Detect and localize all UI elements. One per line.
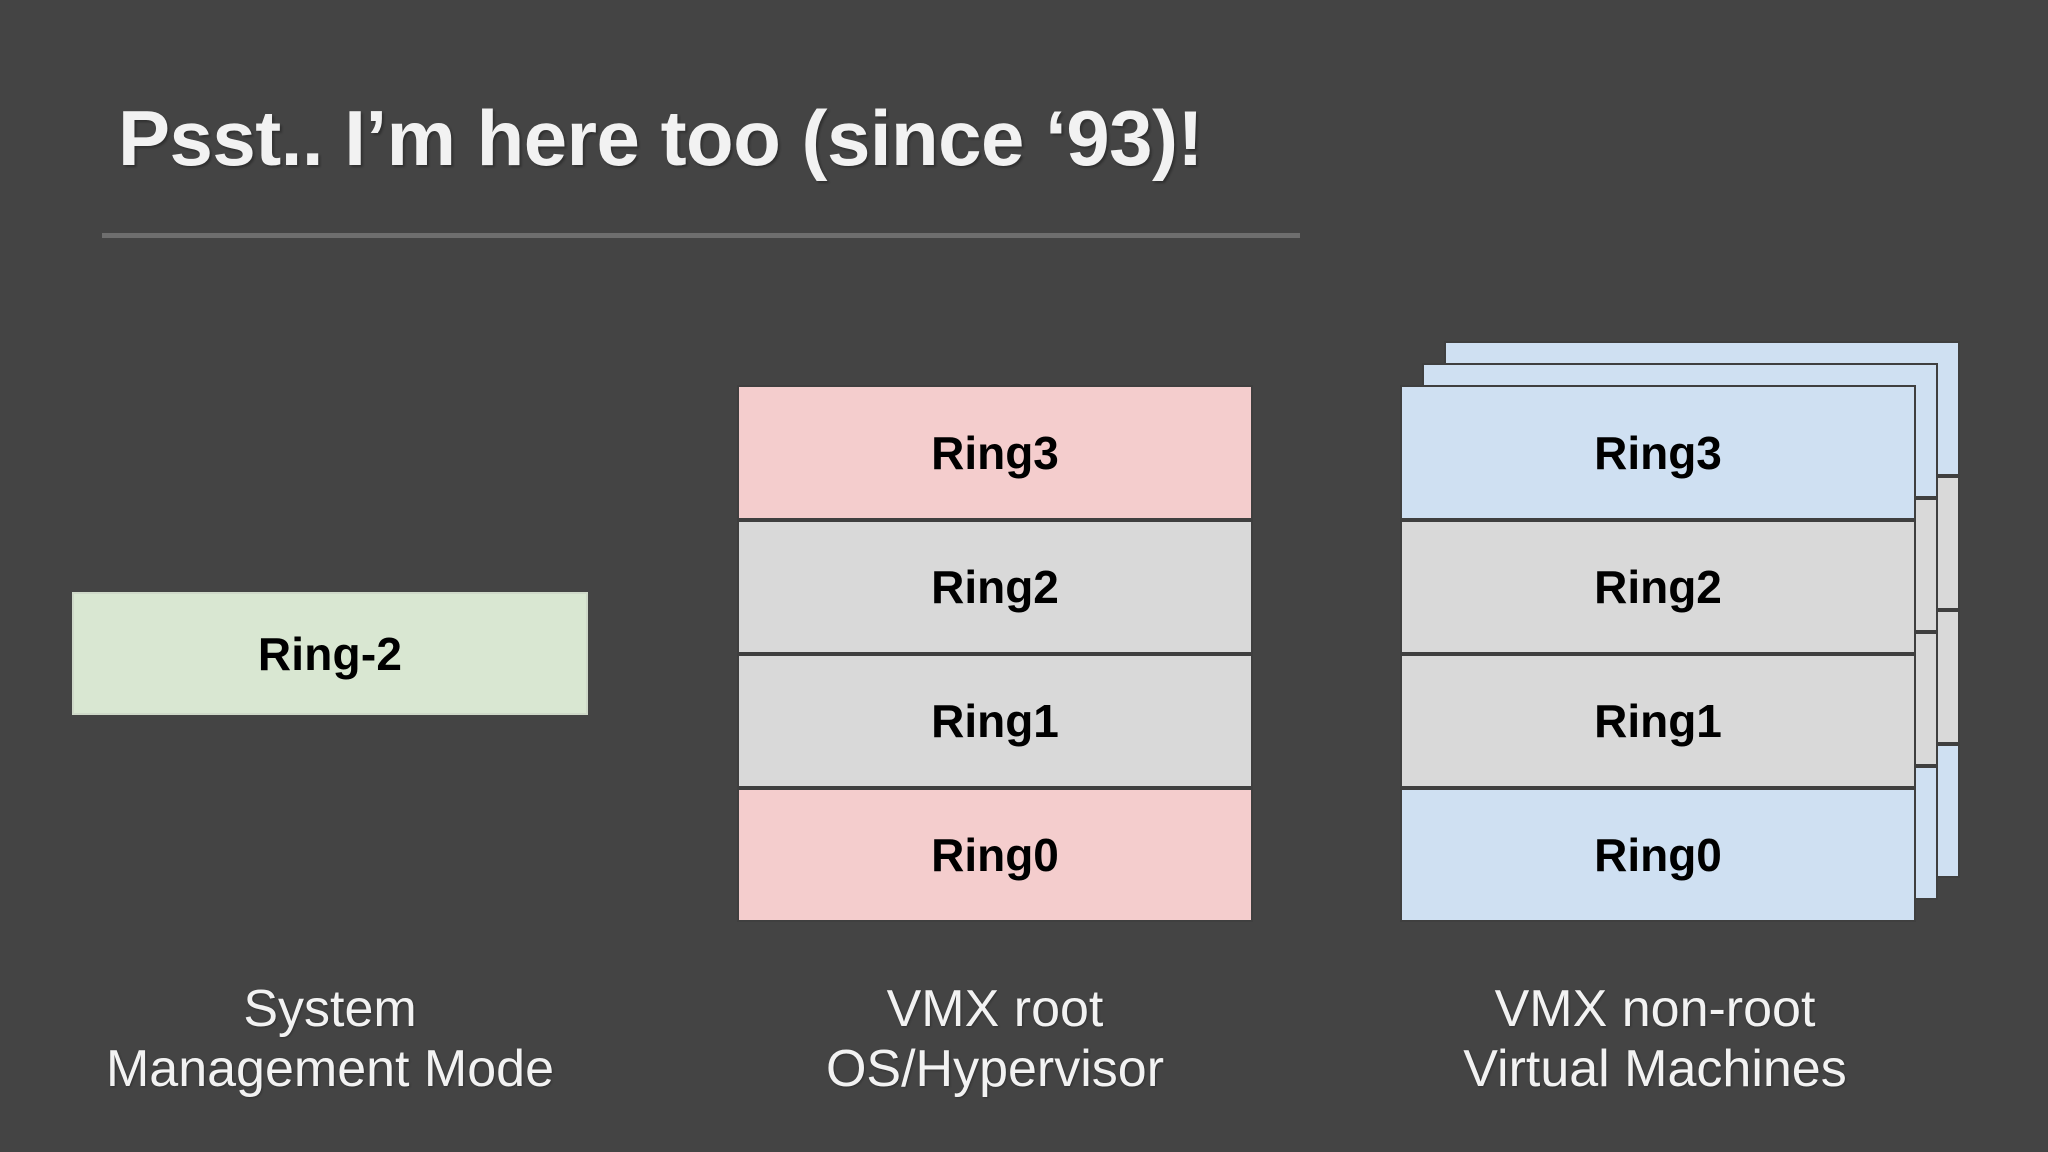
ring-row-label: Ring1 [1594, 695, 1722, 747]
ring-row-label: Ring2 [931, 561, 1059, 613]
caption-line-1: VMX non-root [1494, 980, 1816, 1038]
ring-row-label: Ring0 [1594, 829, 1722, 881]
ring-row-label: Ring3 [1594, 426, 1722, 479]
ring-row-label: Ring0 [931, 829, 1059, 881]
ring-row-ring2: Ring2 [737, 520, 1253, 654]
caption-line-2: Management Mode [105, 1039, 555, 1098]
ring-row-ring1: Ring1 [737, 654, 1253, 788]
ring-stack-vmx-root: Ring3 Ring2 Ring1 Ring0 [737, 385, 1253, 922]
page-title: Psst.. I’m here too (since ‘93)! [118, 94, 1204, 182]
caption-line-1: System [243, 980, 417, 1038]
ring-row-ring0: Ring0 [737, 788, 1253, 922]
ring-row-label: Ring3 [931, 426, 1059, 479]
caption-vmx-root: VMX root OS/Hypervisor [735, 980, 1255, 1100]
caption-vmx-non-root: VMX non-root Virtual Machines [1390, 980, 1920, 1100]
caption-line-2: Virtual Machines [1463, 1039, 1847, 1098]
ring-row-ring3: Ring3 [1400, 385, 1916, 520]
ring-row-label: Ring1 [931, 695, 1059, 747]
caption-line-2: OS/Hypervisor [825, 1039, 1165, 1098]
ring-row-ring1: Ring1 [1400, 654, 1916, 788]
ring-stack-card-front: Ring3 Ring2 Ring1 Ring0 [1400, 385, 1916, 922]
ring-box-label: Ring-2 [257, 627, 403, 680]
ring-box-ring-minus-2: Ring-2 [72, 592, 588, 715]
ring-stack-vmx-non-root: Ring3 Ring2 Ring1 Ring0 Ring3 Ring2 Ring… [1400, 341, 1960, 922]
ring-stack-card-front: Ring3 Ring2 Ring1 Ring0 [737, 385, 1253, 922]
ring-row-ring2: Ring2 [1400, 520, 1916, 654]
caption-line-1: VMX root [886, 980, 1104, 1038]
title-divider [102, 233, 1300, 238]
ring-row-ring0: Ring0 [1400, 788, 1916, 922]
caption-system-management-mode: System Management Mode [0, 980, 660, 1100]
ring-row-ring3: Ring3 [737, 385, 1253, 520]
ring-row-label: Ring2 [1594, 561, 1722, 613]
